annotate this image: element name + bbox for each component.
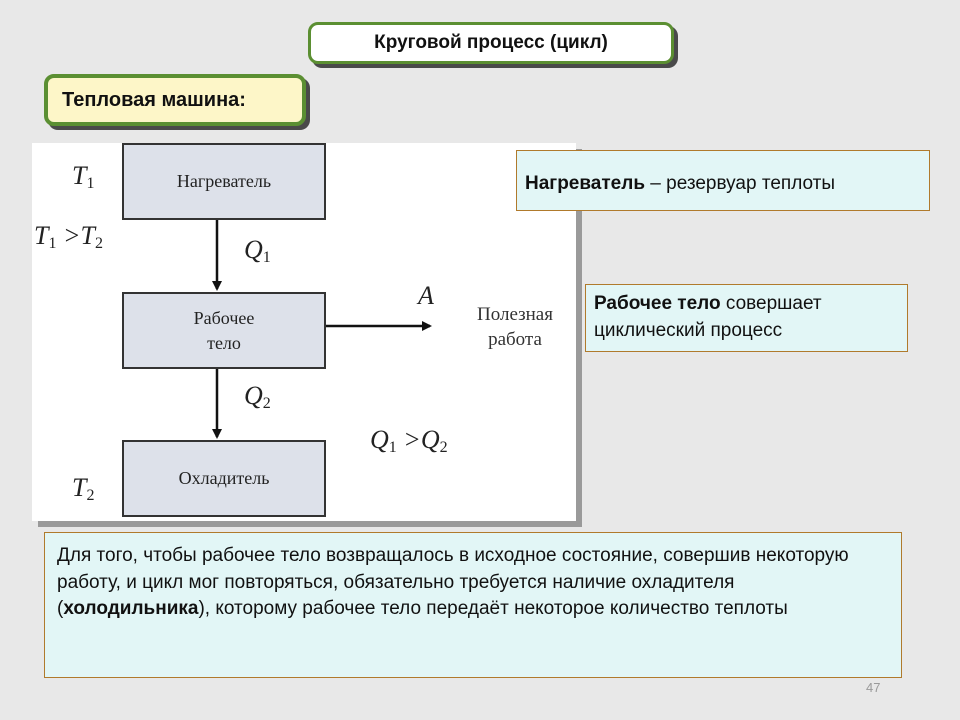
slide-title-text: Круговой процесс (цикл) (374, 32, 608, 53)
temperature-comparison: T1 >T2 (34, 221, 103, 252)
useful-work-line1: Полезная (477, 304, 553, 325)
heater-definition-text: – резервуар теплоты (645, 173, 835, 194)
slide-title: Круговой процесс (цикл) (308, 22, 674, 64)
heater-label: Нагреватель (176, 171, 272, 192)
page-number: 47 (866, 680, 881, 695)
work-symbol: A (418, 281, 434, 310)
heater-definition-term: Нагреватель (525, 173, 645, 194)
working-body-note: Рабочее тело совершает циклический проце… (585, 284, 908, 352)
explanation-refrigerator-term: холодильника (63, 598, 199, 620)
cooler-explanation-note: Для того, чтобы рабочее тело возвращалос… (44, 532, 902, 678)
working-body-term: Рабочее тело (594, 293, 721, 314)
cooler-block: Охладитель (122, 440, 326, 517)
t1-symbol: T1 (72, 161, 95, 192)
working-body-block: Рабочее тело (122, 292, 326, 369)
heat-engine-diagram: Нагреватель Рабочее тело Охладитель T1 T… (32, 143, 576, 521)
heat-comparison: Q1 >Q2 (370, 425, 448, 456)
useful-work-label: Полезная работа (460, 303, 570, 352)
q2-symbol: Q2 (244, 381, 271, 412)
heater-block: Нагреватель (122, 143, 326, 220)
useful-work-line2: работа (488, 328, 542, 350)
explanation-text-2: ), которому рабочее тело передаёт некото… (198, 598, 788, 620)
cooler-label: Охладитель (178, 468, 270, 489)
q1-symbol: Q1 (244, 235, 271, 266)
working-body-line2: тело (207, 332, 241, 353)
heat-engine-label: Тепловая машина: (44, 74, 306, 126)
diagram-arrows (212, 220, 432, 439)
heater-definition-note: Нагреватель – резервуар теплоты (516, 150, 930, 211)
heat-engine-label-text: Тепловая машина: (62, 88, 246, 111)
t2-symbol: T2 (72, 473, 95, 504)
explanation-text-1: Для того, чтобы рабочее тело возвращалос… (57, 545, 849, 620)
working-body-text: совершает циклический процесс (594, 293, 822, 341)
working-body-line1: Рабочее (193, 308, 255, 329)
